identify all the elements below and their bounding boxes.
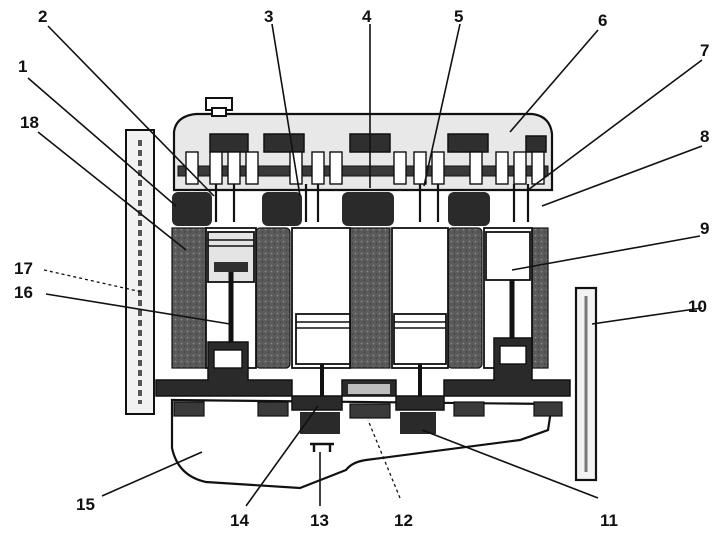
leader-lines [27,23,703,507]
rocker-shaft [177,165,549,177]
crankshaft-web-light [348,384,390,394]
callout-15: 15 [76,495,95,514]
callout-1: 1 [18,57,27,76]
oil-filler-neck [211,107,227,117]
callout-labels: 2 1 18 3 4 5 6 7 8 9 10 17 16 15 14 13 1… [14,7,709,530]
callout-4: 4 [362,7,372,26]
piston-4 [485,231,531,281]
oil-pickup [310,442,334,452]
valve-train [185,151,545,185]
callout-14: 14 [230,511,249,530]
water-jacket-1 [171,227,207,369]
head-cap-4 [447,133,489,153]
head-cap-1 [209,133,249,153]
crankpin-4 [499,345,527,365]
callout-9: 9 [700,219,709,238]
callout-2: 2 [38,7,47,26]
water-jacket-4 [447,227,483,369]
head-cap-2 [263,133,305,153]
piston-2 [295,313,351,365]
head-cap-5 [525,135,547,153]
chamber-1 [172,192,212,226]
radiator-panel [125,129,155,415]
chamber-4 [448,192,490,226]
valve-stems [214,184,530,222]
chamber-3 [342,192,394,226]
crank-throw-3 [400,412,436,434]
callout-18: 18 [20,113,39,132]
callout-11: 11 [600,511,618,530]
callout-12: 12 [394,511,413,530]
callout-3: 3 [264,7,273,26]
main-bearings [173,401,563,419]
callout-7: 7 [700,41,709,60]
callout-6: 6 [598,11,607,30]
water-jacket-3 [349,227,391,369]
callout-10: 10 [688,297,707,316]
crankshaft [155,337,571,411]
callout-5: 5 [454,7,463,26]
crankpin-1 [213,349,243,369]
water-jacket-2 [255,227,291,369]
callout-17: 17 [14,259,33,278]
callout-13: 13 [310,511,329,530]
chamber-2 [262,192,302,226]
piston-3 [393,313,447,365]
callout-16: 16 [14,283,33,302]
callout-8: 8 [700,127,709,146]
water-jacket-5 [531,227,549,369]
